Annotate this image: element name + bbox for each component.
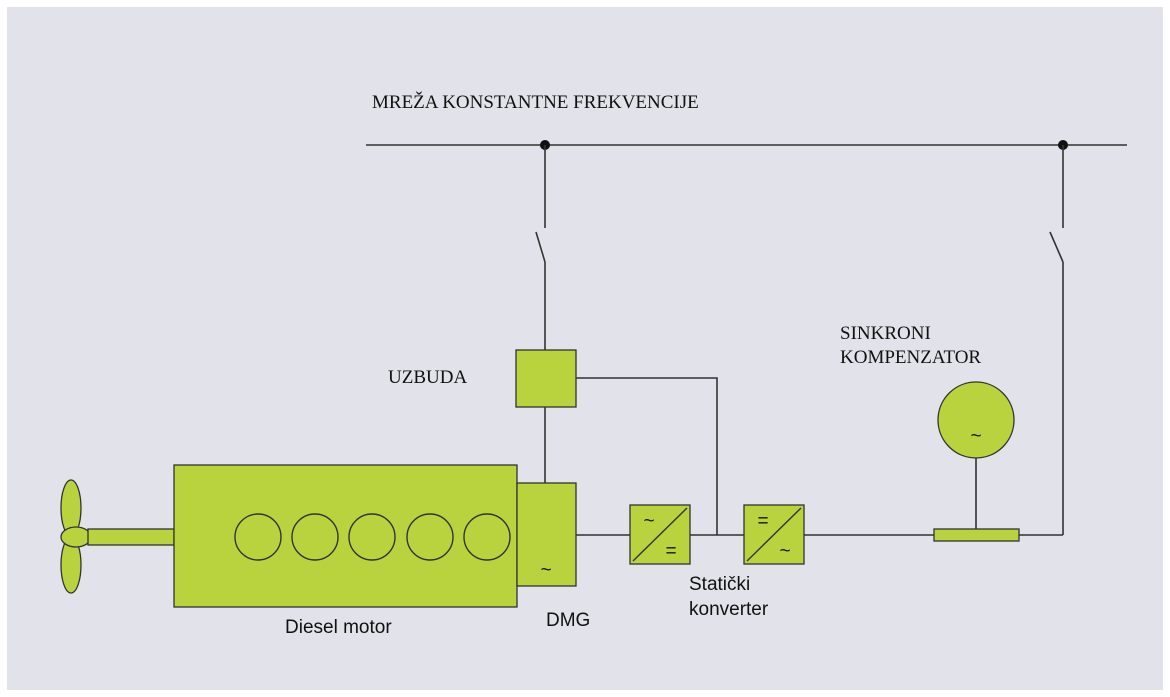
compensator-label-line2: KOMPENZATOR: [840, 347, 981, 368]
propeller-hub: [60, 526, 92, 548]
inverter-ac-symbol: ~: [779, 541, 790, 562]
inverter-diagonal: [746, 507, 802, 562]
diesel-engine-block: [173, 464, 518, 608]
exciter-label: UZBUDA: [388, 367, 467, 388]
left-switch-blade: [535, 231, 546, 263]
rectifier-dc-symbol: =: [665, 541, 676, 562]
generator-label: DMG: [546, 610, 590, 631]
exciter-to-converter-wire: [576, 377, 718, 535]
engine-cylinder-5: [463, 513, 511, 561]
rectifier-diagonal: [632, 507, 688, 562]
compensator-machine: [937, 381, 1015, 459]
bus-label: MREŽA KONSTANTNE FREKVENCIJE: [372, 91, 699, 113]
compensator-label-line1: SINKRONI: [840, 323, 931, 344]
busbar: [933, 528, 1020, 542]
engine-label: Diesel motor: [285, 617, 392, 638]
inverter-dc-symbol: =: [757, 511, 768, 532]
right-switch-blade: [1049, 231, 1064, 263]
engine-cylinder-2: [291, 513, 339, 561]
converter-label-line2: konverter: [689, 599, 769, 620]
propeller-shaft: [87, 528, 175, 546]
engine-cylinder-4: [406, 513, 454, 561]
engine-cylinder-3: [348, 513, 396, 561]
engine-cylinder-1: [234, 513, 282, 561]
exciter-block: [515, 349, 577, 408]
converter-label-line1: Statički: [689, 574, 750, 595]
rectifier-ac-symbol: ~: [643, 511, 654, 532]
compensator-ac-symbol: ~: [970, 426, 981, 447]
generator-ac-symbol: ~: [540, 560, 551, 581]
